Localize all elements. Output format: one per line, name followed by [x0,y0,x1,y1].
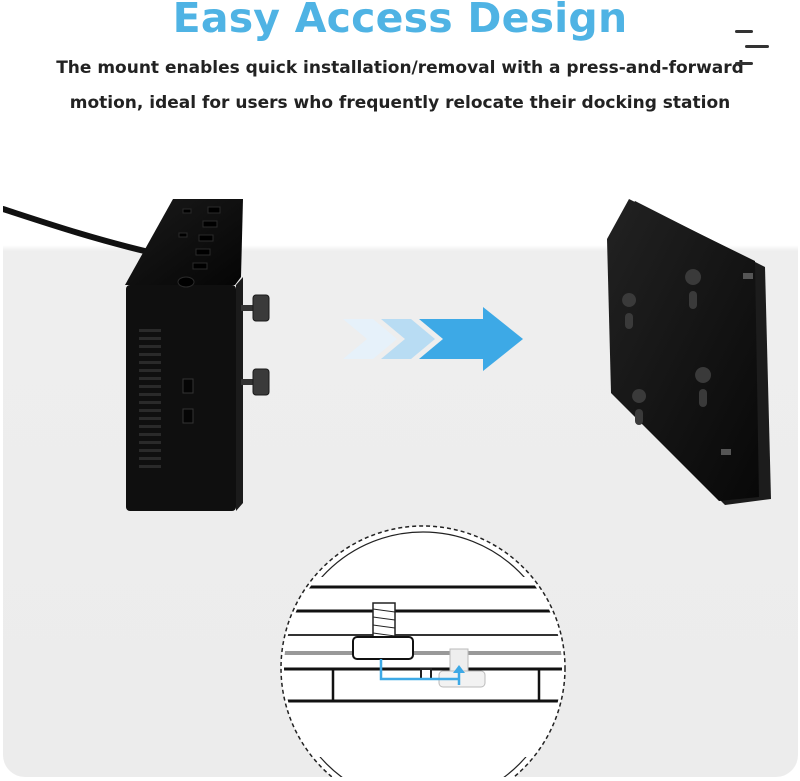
product-photo-panel [3,157,798,777]
description-line-2: motion, ideal for users who frequently r… [69,93,731,113]
menu-lines-icon[interactable] [733,28,771,68]
detail-zoom-circle [280,525,566,777]
power-cable [3,206,156,256]
page-title: Easy Access Design [172,0,628,42]
chevron-arrow-icon [343,307,523,371]
mounting-plate [607,199,771,505]
docking-station-device [125,199,270,511]
description-line-1: The mount enables quick installation/rem… [56,58,744,78]
